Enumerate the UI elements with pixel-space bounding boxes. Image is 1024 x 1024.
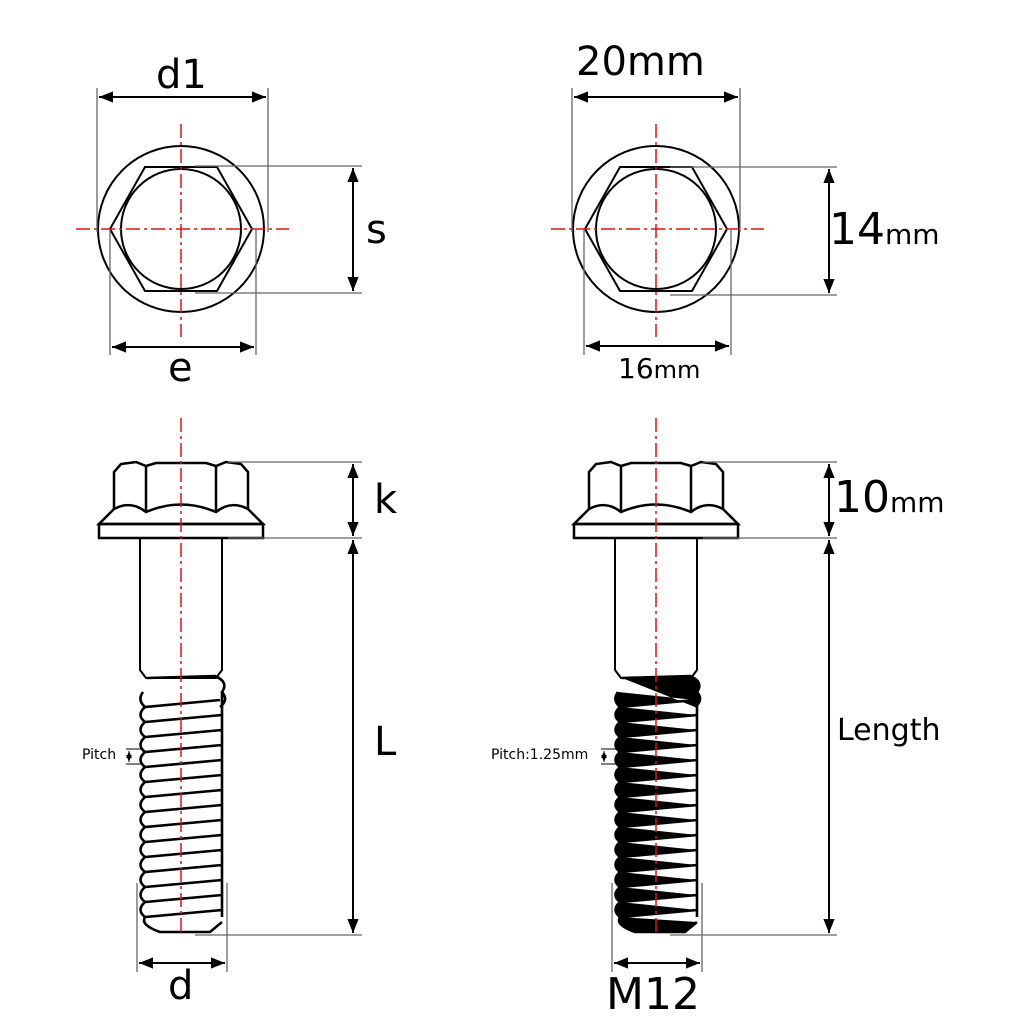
label-width-20mm: 20mm bbox=[576, 39, 705, 85]
spec-side-view bbox=[572, 418, 837, 972]
label-L: L bbox=[374, 719, 397, 765]
generic-side-view bbox=[97, 418, 362, 972]
generic-top-view bbox=[75, 88, 362, 355]
label-length: Length bbox=[837, 713, 941, 748]
label-e: e bbox=[168, 345, 193, 391]
spec-top-view bbox=[550, 88, 837, 355]
label-pitch: Pitch bbox=[82, 747, 117, 763]
label-across-flats-14mm: 14mm bbox=[829, 204, 940, 255]
label-pitch-1-25mm: Pitch:1.25mm bbox=[491, 747, 589, 763]
generic-thread bbox=[139, 674, 227, 934]
label-m12: M12 bbox=[606, 969, 700, 1020]
label-k: k bbox=[374, 477, 398, 523]
label-s: s bbox=[366, 207, 387, 253]
label-d: d bbox=[168, 963, 194, 1009]
label-head-height-10mm: 10mm bbox=[834, 472, 945, 523]
label-across-corners-16mm: 16mm bbox=[618, 352, 701, 385]
label-d1: d1 bbox=[156, 52, 207, 98]
